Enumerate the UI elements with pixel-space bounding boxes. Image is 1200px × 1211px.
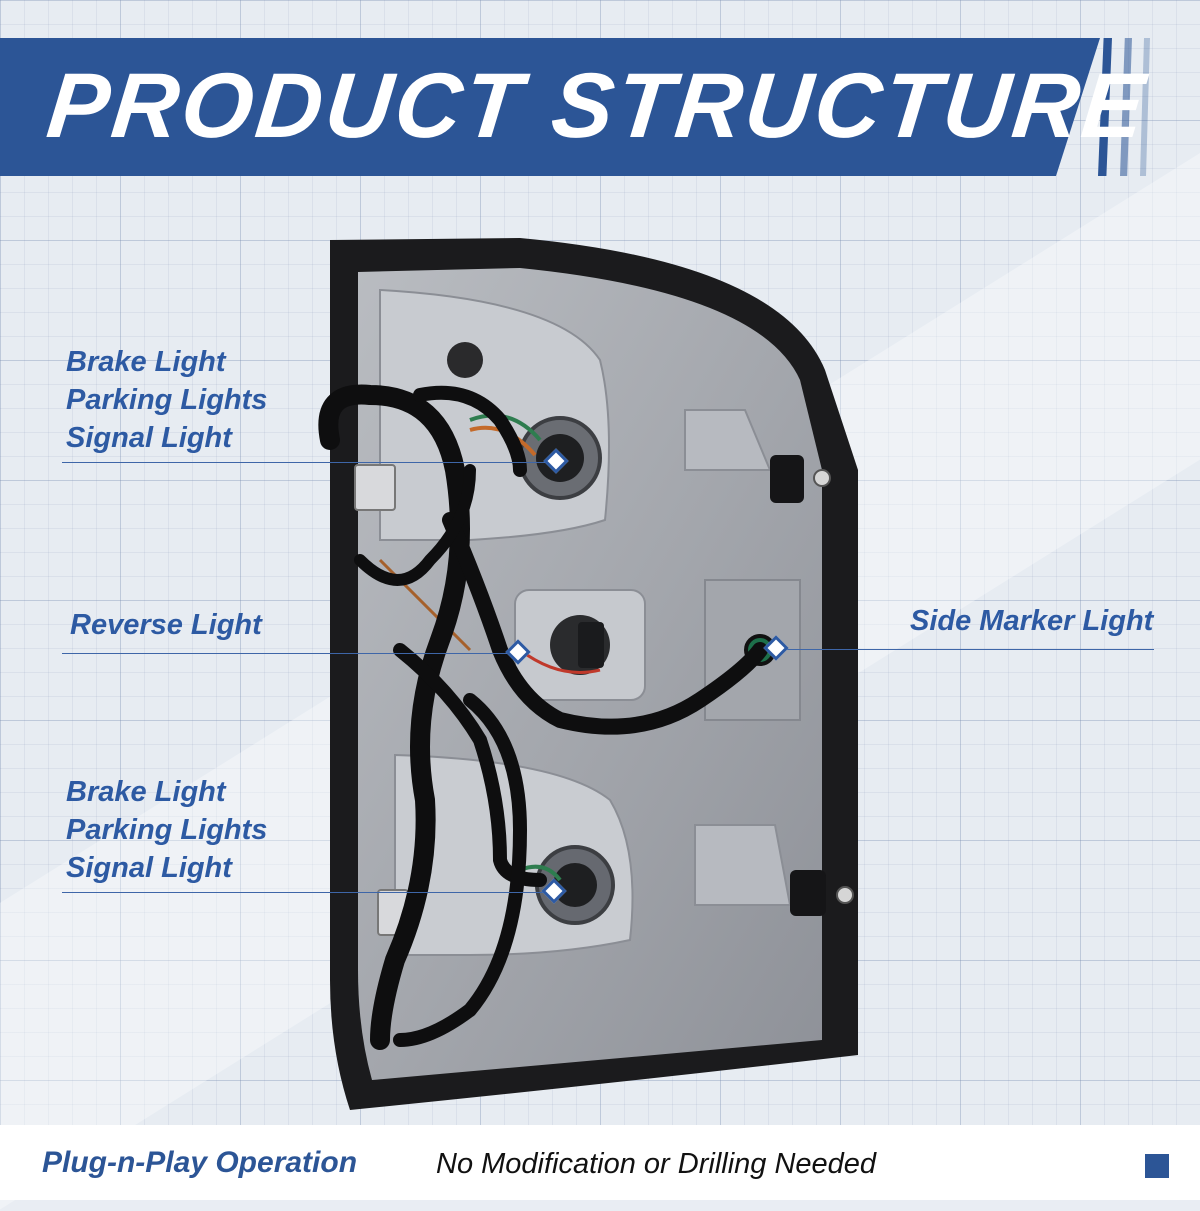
callout-lower-leader bbox=[62, 892, 546, 893]
callout-lower-parking-lights: Parking Lights bbox=[66, 814, 268, 846]
banner-stripe-3 bbox=[1140, 38, 1150, 176]
callout-upper-signal-light: Signal Light bbox=[66, 422, 232, 454]
upper-stud bbox=[770, 455, 804, 503]
footer-headline: Plug-n-Play Operation bbox=[42, 1146, 358, 1179]
callout-lower-brake-light: Brake Light bbox=[66, 776, 226, 808]
footer-bar bbox=[0, 1125, 1200, 1200]
wire-harness bbox=[318, 384, 768, 1050]
callout-middle-right-leader bbox=[786, 649, 1154, 650]
callout-lower-signal-light: Signal Light bbox=[66, 852, 232, 884]
callout-upper-leader bbox=[62, 462, 548, 463]
footer-subtext: No Modification or Drilling Needed bbox=[436, 1148, 877, 1180]
footer-accent-square bbox=[1145, 1154, 1169, 1178]
title-banner bbox=[0, 38, 1100, 176]
callout-middle-left-leader bbox=[62, 653, 510, 654]
callout-reverse-light: Reverse Light bbox=[70, 609, 262, 641]
lower-stud bbox=[790, 870, 826, 916]
callout-upper-parking-lights: Parking Lights bbox=[66, 384, 268, 416]
callout-side-marker-light: Side Marker Light bbox=[910, 605, 1154, 637]
lower-mount-fin bbox=[694, 824, 792, 906]
upper-clip bbox=[354, 464, 396, 511]
callout-upper-brake-light: Brake Light bbox=[66, 346, 226, 378]
upper-vent bbox=[447, 342, 483, 378]
